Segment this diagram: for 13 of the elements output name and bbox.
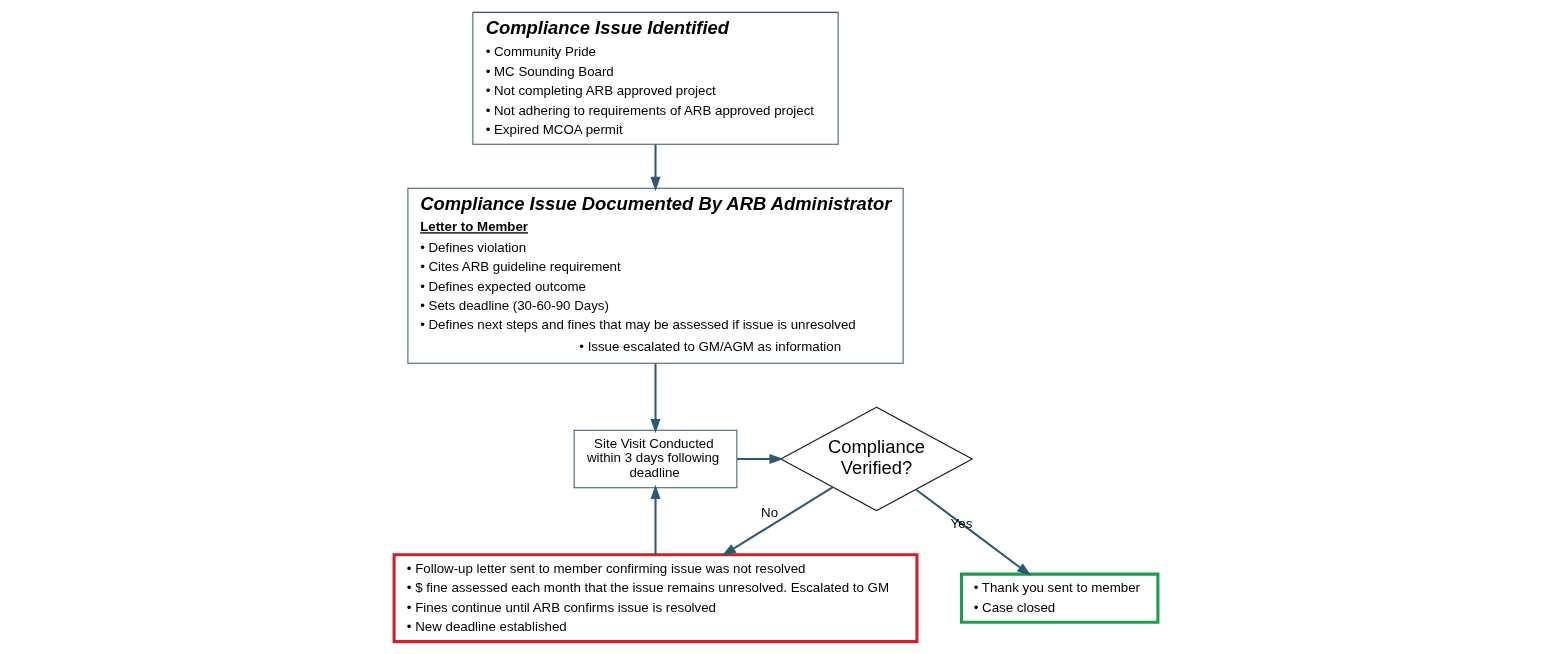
node-diamond: Compliance Verified? bbox=[779, 406, 973, 512]
node-box: • Thank you sent to member • Case closed bbox=[959, 572, 1159, 624]
node-box: Compliance Issue Identified • Community Pride • MC Sounding Board • Not completing ARB approved project • Not adhering to requirements of ARB approved project • Expired MCOA permit bbox=[471, 11, 839, 145]
arrow bbox=[736, 453, 784, 464]
node-box: Compliance Issue Documented By ARB Administrator Letter to Member • Defines violation • Cites ARB guideline requirement • Defines expected outcome • Sets deadline (30-60-90 Days) • Defines next steps and fines that may be assessed if issue is unresolved • Issue escalated to GM/AGM as information bbox=[406, 187, 904, 364]
edge-label: No bbox=[760, 504, 778, 520]
arrow bbox=[650, 363, 661, 434]
arrow bbox=[915, 488, 1031, 576]
arrow bbox=[650, 484, 661, 555]
arrow bbox=[650, 144, 661, 192]
node-box: Site Visit Conducted within 3 days following deadline bbox=[573, 429, 737, 489]
arrow bbox=[721, 486, 833, 557]
node-box: • Follow-up letter sent to member confirming issue was not resolved • $ fine assessed each month that the issue remains unresolved. Escalated to GM • Fines continue until ARB confirms issue is resolved • New deadline established bbox=[392, 553, 918, 644]
